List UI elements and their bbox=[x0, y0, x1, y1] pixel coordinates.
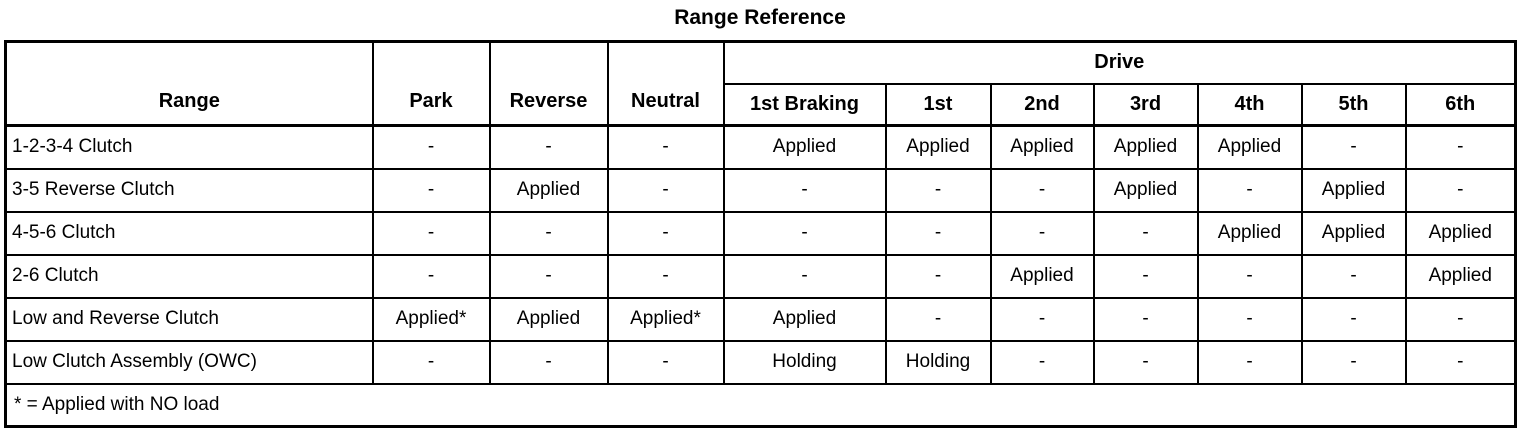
status-cell: - bbox=[371, 210, 491, 256]
status-cell: Applied bbox=[1092, 124, 1199, 170]
status-cell: - bbox=[989, 210, 1095, 256]
status-cell: - bbox=[1196, 253, 1303, 299]
status-cell: - bbox=[1092, 339, 1199, 385]
status-cell: Applied bbox=[1300, 210, 1407, 256]
status-cell: - bbox=[989, 167, 1095, 213]
status-cell: Applied bbox=[989, 124, 1095, 170]
status-cell: Applied bbox=[722, 124, 887, 170]
page-title: Range Reference bbox=[674, 6, 846, 29]
status-cell: Applied bbox=[1300, 167, 1407, 213]
col-header-neutral: Neutral bbox=[606, 40, 725, 127]
status-cell: Applied bbox=[1404, 253, 1517, 299]
status-cell: - bbox=[1404, 296, 1517, 342]
status-cell: Applied bbox=[722, 296, 887, 342]
col-header-1st: 1st bbox=[884, 82, 992, 127]
status-cell: - bbox=[606, 124, 725, 170]
status-cell: - bbox=[1196, 339, 1303, 385]
status-cell: - bbox=[884, 296, 992, 342]
status-cell: - bbox=[1300, 339, 1407, 385]
status-cell: - bbox=[371, 253, 491, 299]
status-cell: - bbox=[371, 124, 491, 170]
clutch-row-label: Low Clutch Assembly (OWC) bbox=[4, 339, 374, 385]
status-cell: - bbox=[488, 210, 609, 256]
clutch-row-label: 4-5-6 Clutch bbox=[4, 210, 374, 256]
status-cell: Applied bbox=[989, 253, 1095, 299]
status-cell: - bbox=[1300, 124, 1407, 170]
table-row: 3-5 Reverse Clutch-Applied----Applied-Ap… bbox=[4, 167, 1517, 213]
status-cell: - bbox=[1196, 296, 1303, 342]
clutch-row-label: Low and Reverse Clutch bbox=[4, 296, 374, 342]
col-header-3rd: 3rd bbox=[1092, 82, 1199, 127]
footnote: * = Applied with NO load bbox=[4, 382, 1517, 428]
col-header-reverse: Reverse bbox=[488, 40, 609, 127]
status-cell: - bbox=[722, 167, 887, 213]
clutch-row-label: 2-6 Clutch bbox=[4, 253, 374, 299]
table-header: Range Park Reverse Neutral Drive 1st Bra… bbox=[4, 40, 1517, 127]
col-header-5th: 5th bbox=[1300, 82, 1407, 127]
clutch-row-label: 1-2-3-4 Clutch bbox=[4, 124, 374, 170]
status-cell: Applied* bbox=[371, 296, 491, 342]
status-cell: - bbox=[488, 339, 609, 385]
status-cell: - bbox=[488, 253, 609, 299]
status-cell: - bbox=[1092, 253, 1199, 299]
status-cell: Applied bbox=[1196, 210, 1303, 256]
status-cell: Applied bbox=[1404, 210, 1517, 256]
status-cell: - bbox=[884, 253, 992, 299]
status-cell: - bbox=[722, 253, 887, 299]
status-cell: - bbox=[606, 167, 725, 213]
col-header-1st-braking: 1st Braking bbox=[722, 82, 887, 127]
status-cell: - bbox=[371, 339, 491, 385]
status-cell: - bbox=[1404, 167, 1517, 213]
col-group-header-drive: Drive bbox=[722, 40, 1517, 85]
status-cell: - bbox=[1300, 253, 1407, 299]
status-cell: - bbox=[989, 296, 1095, 342]
status-cell: - bbox=[1092, 210, 1199, 256]
status-cell: - bbox=[488, 124, 609, 170]
col-header-2nd: 2nd bbox=[989, 82, 1095, 127]
status-cell: - bbox=[1300, 296, 1407, 342]
table-row: 2-6 Clutch-----Applied---Applied bbox=[4, 253, 1517, 299]
status-cell: - bbox=[371, 167, 491, 213]
col-header-4th: 4th bbox=[1196, 82, 1303, 127]
status-cell: - bbox=[606, 339, 725, 385]
range-reference-table: Range Park Reverse Neutral Drive 1st Bra… bbox=[4, 40, 1518, 428]
status-cell: - bbox=[722, 210, 887, 256]
status-cell: - bbox=[989, 339, 1095, 385]
status-cell: Applied bbox=[488, 167, 609, 213]
status-cell: - bbox=[1404, 339, 1517, 385]
status-cell: - bbox=[1404, 124, 1517, 170]
col-header-6th: 6th bbox=[1404, 82, 1517, 127]
status-cell: Applied bbox=[884, 124, 992, 170]
footnote-row: * = Applied with NO load bbox=[4, 382, 1517, 428]
table-footer: * = Applied with NO load bbox=[4, 382, 1517, 428]
status-cell: - bbox=[884, 167, 992, 213]
status-cell: - bbox=[606, 253, 725, 299]
status-cell: - bbox=[1092, 296, 1199, 342]
status-cell: - bbox=[1196, 167, 1303, 213]
clutch-row-label: 3-5 Reverse Clutch bbox=[4, 167, 374, 213]
status-cell: Applied bbox=[488, 296, 609, 342]
col-header-park: Park bbox=[371, 40, 491, 127]
status-cell: Holding bbox=[884, 339, 992, 385]
status-cell: Applied bbox=[1196, 124, 1303, 170]
status-cell: Applied bbox=[1092, 167, 1199, 213]
status-cell: - bbox=[884, 210, 992, 256]
col-header-range: Range bbox=[4, 40, 374, 127]
status-cell: Holding bbox=[722, 339, 887, 385]
header-group-row: Range Park Reverse Neutral Drive bbox=[4, 40, 1517, 127]
status-cell: Applied* bbox=[606, 296, 725, 342]
status-cell: - bbox=[606, 210, 725, 256]
